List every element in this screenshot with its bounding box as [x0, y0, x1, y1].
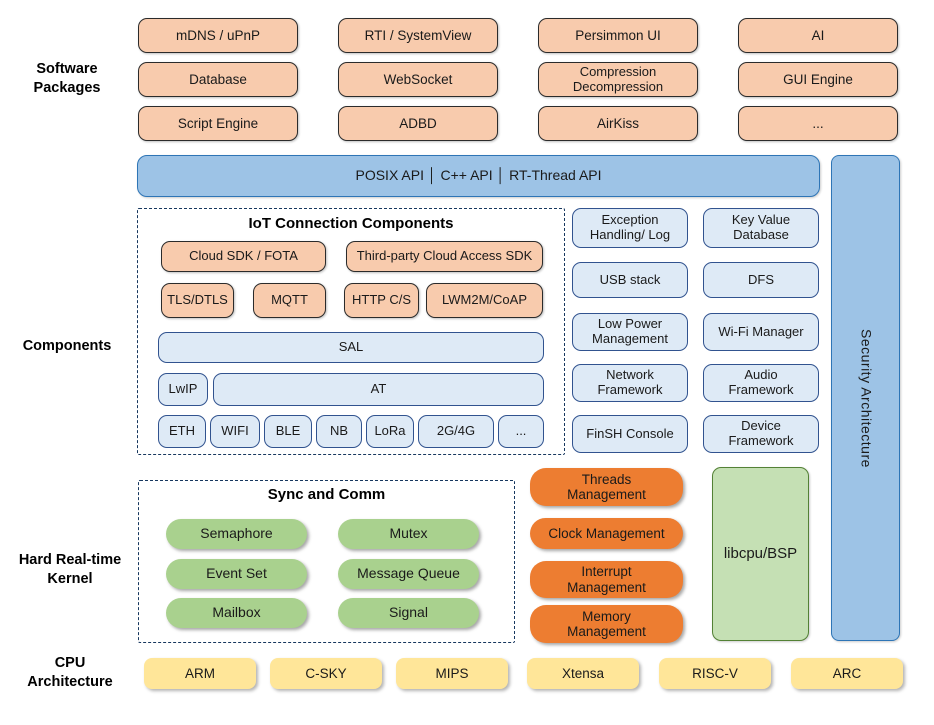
mgmt-threads: Threads Management [530, 468, 683, 506]
pkg-gui-engine: GUI Engine [738, 62, 898, 97]
kernel-message-queue: Message Queue [338, 559, 479, 589]
pkg-compression: Compression Decompression [538, 62, 698, 97]
pkg-rti-systemview: RTI / SystemView [338, 18, 498, 53]
security-architecture-bar: Security Architecture [831, 155, 900, 641]
sync-and-comm-title: Sync and Comm [267, 486, 386, 503]
kernel-label: Hard Real-time Kernel [18, 552, 122, 587]
comp-finsh-console: FinSH Console [572, 415, 688, 453]
pkg-adbd: ADBD [338, 106, 498, 141]
mgmt-memory: Memory Management [530, 605, 683, 643]
sync-and-comm-group: Sync and Comm Semaphore Mutex Event Set … [138, 480, 515, 643]
iot-connection-components-group: IoT Connection Components Cloud SDK / FO… [137, 208, 565, 455]
mgmt-clock: Clock Management [530, 518, 683, 549]
iot-link-eth: ETH [158, 415, 206, 448]
cpu-c-sky: C-SKY [270, 658, 382, 689]
comp-audio-framework: Audio Framework [703, 364, 819, 402]
cpu-xtensa: Xtensa [527, 658, 639, 689]
iot-sal: SAL [158, 332, 544, 363]
components-label: Components [22, 338, 112, 354]
cpu-mips: MIPS [396, 658, 508, 689]
comp-usb-stack: USB stack [572, 262, 688, 298]
iot-tls-dtls: TLS/DTLS [161, 283, 234, 318]
comp-wifi-manager: Wi-Fi Manager [703, 313, 819, 351]
comp-device-framework: Device Framework [703, 415, 819, 453]
kernel-event-set: Event Set [166, 559, 307, 589]
kernel-mailbox: Mailbox [166, 598, 307, 628]
iot-link-nb: NB [316, 415, 362, 448]
comp-exception-handling-log: Exception Handling/ Log [572, 208, 688, 248]
mgmt-interrupt: Interrupt Management [530, 561, 683, 598]
comp-dfs: DFS [703, 262, 819, 298]
iot-mqtt: MQTT [253, 283, 326, 318]
iot-group-title: IoT Connection Components [248, 215, 454, 232]
pkg-airkiss: AirKiss [538, 106, 698, 141]
iot-link-more: ... [498, 415, 544, 448]
iot-link-wifi: WIFI [210, 415, 260, 448]
kernel-mutex: Mutex [338, 519, 479, 549]
iot-link-lora: LoRa [366, 415, 414, 448]
comp-key-value-database: Key Value Database [703, 208, 819, 248]
cpu-arc: ARC [791, 658, 903, 689]
pkg-ai: AI [738, 18, 898, 53]
cpu-arm: ARM [144, 658, 256, 689]
iot-at: AT [213, 373, 544, 406]
libcpu-bsp-box: libcpu/BSP [712, 467, 809, 641]
kernel-semaphore: Semaphore [166, 519, 307, 549]
pkg-mdns-upnp: mDNS / uPnP [138, 18, 298, 53]
api-bar: POSIX API │ C++ API │ RT-Thread API [137, 155, 820, 197]
comp-network-framework: Network Framework [572, 364, 688, 402]
pkg-websocket: WebSocket [338, 62, 498, 97]
pkg-script-engine: Script Engine [138, 106, 298, 141]
iot-cloud-sdk-fota: Cloud SDK / FOTA [161, 241, 326, 272]
iot-http-cs: HTTP C/S [344, 283, 419, 318]
iot-link-ble: BLE [264, 415, 312, 448]
cpu-risc-v: RISC-V [659, 658, 771, 689]
comp-low-power-management: Low Power Management [572, 313, 688, 351]
cpu-architecture-label: CPU Architecture [27, 655, 113, 690]
pkg-persimmon-ui: Persimmon UI [538, 18, 698, 53]
iot-lwip: LwIP [158, 373, 208, 406]
kernel-signal: Signal [338, 598, 479, 628]
security-architecture-text: Security Architecture [858, 328, 875, 468]
software-packages-label: Software Packages [33, 61, 101, 96]
iot-link-2g4g: 2G/4G [418, 415, 494, 448]
iot-third-party-sdk: Third-party Cloud Access SDK [346, 241, 543, 272]
iot-lwm2m-coap: LWM2M/CoAP [426, 283, 543, 318]
pkg-database: Database [138, 62, 298, 97]
pkg-more: ... [738, 106, 898, 141]
